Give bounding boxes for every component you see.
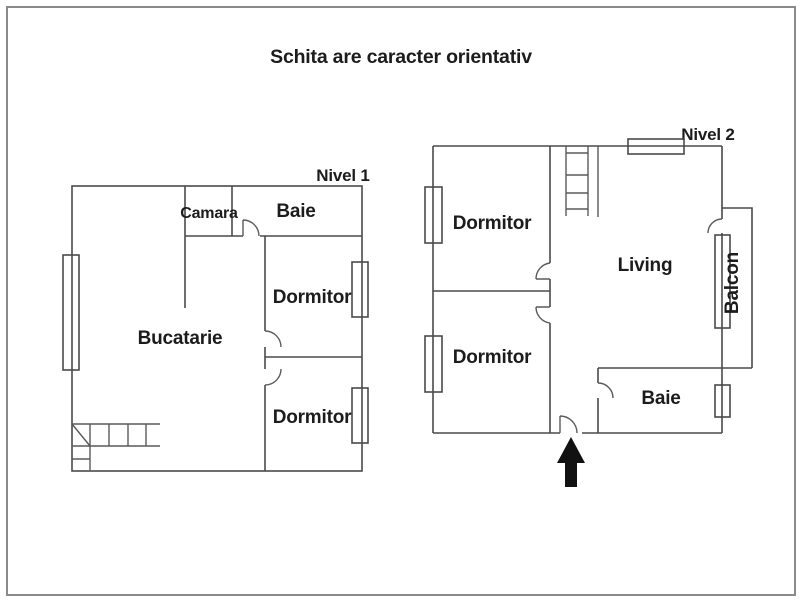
window [627,138,685,155]
room-label-dormitor: Dormitor [453,213,532,234]
room-label-baie: Baie [276,201,315,222]
nivel-1-label: Nivel 1 [316,166,369,185]
room-label-dormitor: Dormitor [273,287,352,308]
entrance-door-arc [559,415,578,434]
window [714,384,731,418]
page-title: Schita are caracter orientativ [270,46,532,68]
room-label-living: Living [618,255,673,276]
door-arc [264,330,282,348]
nivel2-windows [424,138,731,418]
nivel1-outer-walls [71,185,363,472]
room-label-camara: Camara [180,205,238,222]
nivel-2-label: Nivel 2 [681,125,734,144]
door-arc [707,218,723,234]
room-label-balcon: Balcon [722,252,743,314]
room-label-dormitor: Dormitor [453,347,532,368]
door-arc [535,262,551,280]
nivel2-interior-walls [433,146,752,433]
window [424,186,443,244]
door-arc [242,219,260,237]
ladder [565,146,599,217]
nivel1-interior-walls [184,186,362,471]
nivel2-outer-walls [432,145,723,434]
room-label-baie: Baie [641,388,680,409]
plan-nivel-2: Nivel 2 [424,125,753,487]
balcony-walls [722,207,753,368]
window [62,254,80,371]
window [424,335,443,393]
door-arc [535,306,551,324]
nivel1-windows [62,254,369,444]
door-arc [597,382,614,399]
door-arc [264,368,282,386]
nivel1-door-arcs [242,219,282,386]
staircase [71,423,160,471]
page-border [6,6,796,596]
plan-nivel-1: Nivel 1 [62,166,370,472]
window [351,261,369,318]
nivel2-door-arcs [535,218,723,434]
window [714,234,731,329]
entrance-arrow-icon [557,437,585,487]
window [351,387,369,444]
room-label-dormitor: Dormitor [273,407,352,428]
room-label-bucatarie: Bucatarie [138,328,223,349]
